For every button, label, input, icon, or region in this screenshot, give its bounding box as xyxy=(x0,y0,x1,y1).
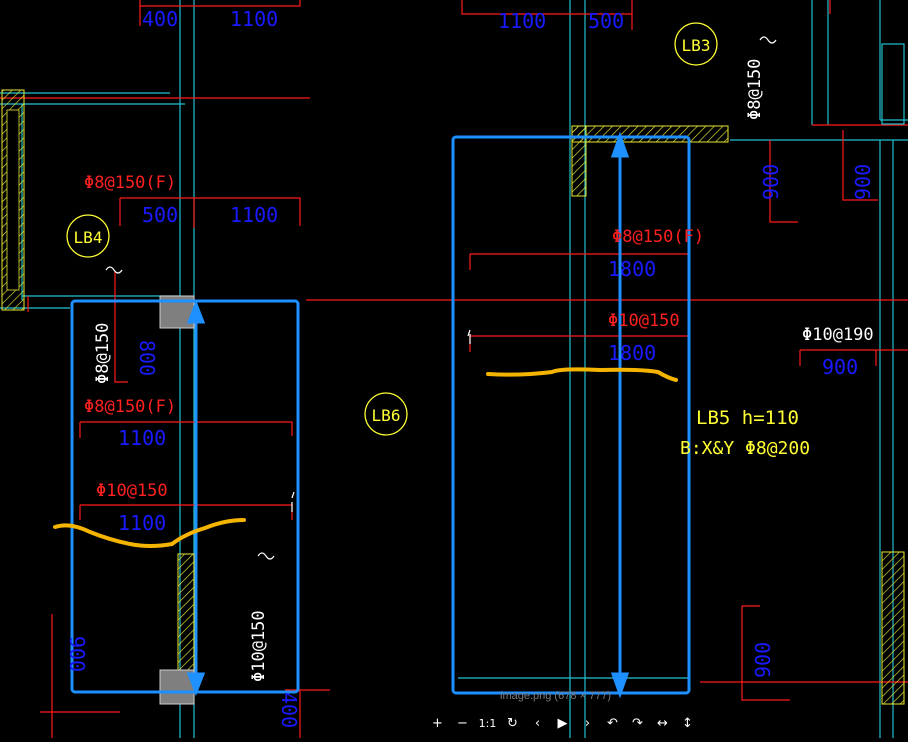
dim-900-bottom-left: 900 xyxy=(65,636,89,672)
dim-900-r3: 900 xyxy=(851,164,875,200)
slab-label-lb4: LB4 xyxy=(74,228,103,247)
slab-marker-lb6 xyxy=(364,392,408,436)
viewer-toolbar: + − 1:1 ↻ ‹ ▶ › ↶ ↷ ↔ ↕ xyxy=(425,712,710,734)
dim-900-r2: 900 xyxy=(759,164,783,200)
dimension-texts: 400 1100 1100 500 500 1100 1100 1100 180… xyxy=(65,7,875,728)
rotate-left-button[interactable]: ↶ xyxy=(607,715,618,731)
dim-400-bottom: 400 xyxy=(277,692,301,728)
rebar-texts: Φ8@150(F) Φ8@150(F) Φ10@150 Φ8@150(F) Φ1… xyxy=(84,173,704,501)
break-marks xyxy=(105,36,777,560)
zoom-in-button[interactable]: + xyxy=(432,715,443,731)
reset-button[interactable]: ↻ xyxy=(507,715,518,731)
rotate-right-button[interactable]: ↷ xyxy=(632,715,643,731)
play-button[interactable]: ▶ xyxy=(557,715,568,731)
dim-1100-top-left: 1100 xyxy=(230,7,278,31)
rebar-mid-right: Φ8@150(F) xyxy=(612,227,704,247)
rebar-right-label: Φ10@190 xyxy=(802,325,874,345)
slab-marker-lb4 xyxy=(66,214,110,258)
prev-button[interactable]: ‹ xyxy=(534,715,541,731)
rebar-v-left: Φ8@150 xyxy=(93,323,113,384)
dim-800-left: 800 xyxy=(135,340,159,376)
dim-1100-top-mid: 1100 xyxy=(498,9,546,33)
flip-horizontal-button[interactable]: ↔ xyxy=(657,715,668,731)
measure-arrows xyxy=(186,131,630,699)
dim-1100-left-b: 1100 xyxy=(118,511,166,535)
dim-500-left: 500 xyxy=(142,203,178,227)
rebar-mid-right-2: Φ10@150 xyxy=(608,311,680,331)
highlight-box-right xyxy=(451,135,691,695)
slab-label-lb5-line2: B:X&Y Φ8@200 xyxy=(680,438,810,459)
slab-label-lb3: LB3 xyxy=(682,36,711,55)
rebar-vertical-texts: Φ8@150 Φ10@150 Φ8@150 Φ10@190 xyxy=(93,59,874,682)
flip-vertical-button[interactable]: ↕ xyxy=(682,715,693,731)
zoom-out-button[interactable]: − xyxy=(457,715,468,731)
highlight-box-left xyxy=(70,299,300,694)
rebar-lower-left: Φ10@150 xyxy=(96,481,168,501)
slab-marker-lb3 xyxy=(674,22,718,66)
dim-900-r1: 900 xyxy=(822,355,858,379)
marker-strokes xyxy=(53,367,678,548)
rebar-v-top-right: Φ8@150 xyxy=(745,59,765,120)
rebar-v-bottom-left: Φ10@150 xyxy=(249,610,269,682)
dim-1800-b: 1800 xyxy=(608,341,656,365)
dim-1800-a: 1800 xyxy=(608,257,656,281)
dim-500-top-mid: 500 xyxy=(588,9,624,33)
slab-label-lb5-line1: LB5 h=110 xyxy=(696,407,799,429)
slab-labels: LB3 LB4 LB6 LB5 h=110 B:X&Y Φ8@200 xyxy=(66,22,810,459)
slab-label-lb6: LB6 xyxy=(372,406,401,425)
image-caption: image.png (678 × 777) xyxy=(500,690,611,702)
dim-900-bottom-right: 900 xyxy=(751,642,775,678)
next-button[interactable]: › xyxy=(584,715,591,731)
rebar-mid-left: Φ8@150(F) xyxy=(84,397,176,417)
rebar-top-left: Φ8@150(F) xyxy=(84,173,176,193)
dim-1100-left-a: 1100 xyxy=(118,426,166,450)
dim-1100-left: 1100 xyxy=(230,203,278,227)
actual-size-button[interactable]: 1:1 xyxy=(478,716,497,730)
highlight-annotations xyxy=(70,135,691,695)
dim-400-top: 400 xyxy=(142,7,178,31)
